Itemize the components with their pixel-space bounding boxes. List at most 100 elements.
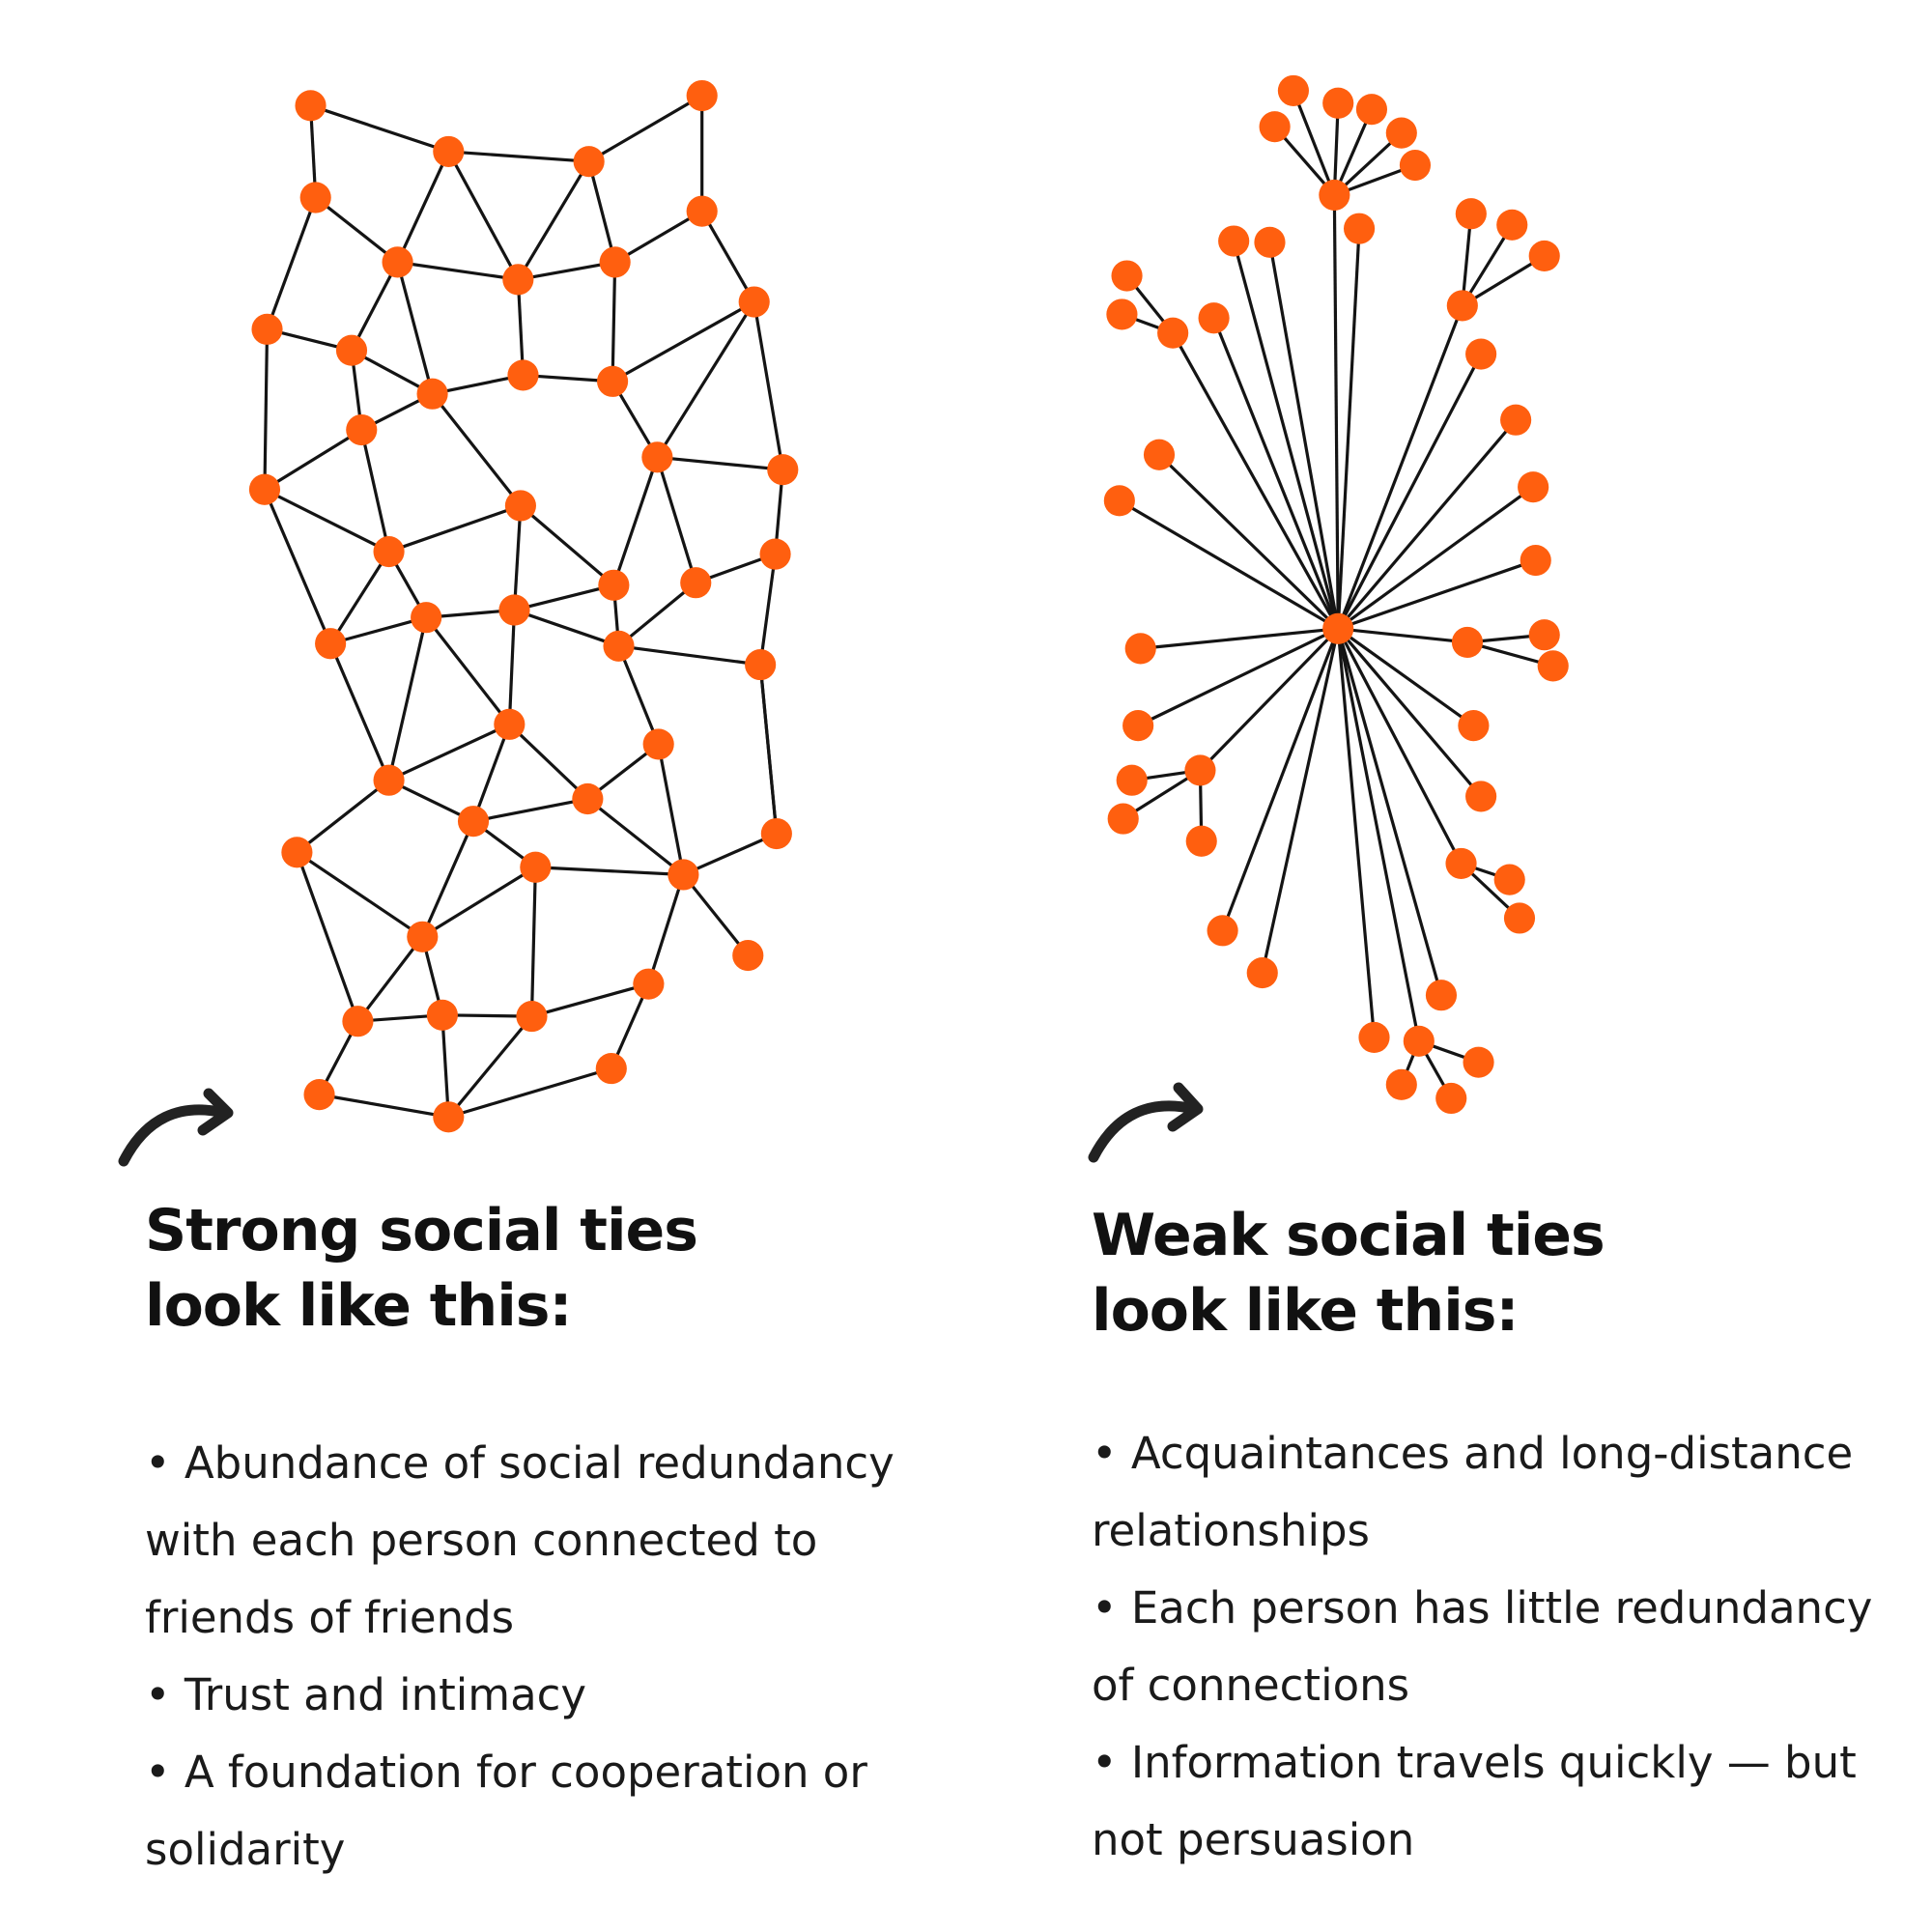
strong-ties-heading-line: look like this:	[145, 1272, 572, 1340]
network-edge	[1119, 498, 1340, 631]
network-edge	[656, 300, 756, 459]
network-node	[251, 313, 283, 345]
network-node	[1184, 754, 1216, 786]
network-edge	[529, 867, 537, 1017]
network-node	[248, 473, 281, 505]
network-edge	[1338, 627, 1468, 644]
network-edge	[1261, 628, 1340, 974]
curved-arrow-icon	[1167, 1082, 1204, 1132]
list-item: • Acquaintances and long-distance relati…	[1092, 1428, 1854, 1556]
network-node	[760, 817, 792, 850]
network-node	[572, 782, 604, 815]
network-edge	[328, 551, 390, 645]
network-node	[1106, 298, 1138, 330]
network-node	[335, 334, 368, 366]
network-node	[573, 146, 605, 178]
network-node	[1358, 1021, 1390, 1054]
network-edge	[1461, 254, 1546, 307]
network-node	[1463, 1046, 1494, 1078]
network-edge	[1336, 628, 1377, 1038]
network-edge	[296, 850, 424, 939]
network-edge	[421, 866, 537, 939]
network-node	[281, 837, 313, 868]
network-edge	[1336, 628, 1443, 996]
network-edge	[447, 1066, 612, 1119]
curved-arrow-icon	[197, 1088, 234, 1136]
network-node	[597, 365, 629, 397]
network-edge	[1292, 90, 1336, 196]
network-node	[680, 567, 712, 599]
network-node	[1116, 764, 1148, 796]
network-edge	[611, 262, 617, 382]
network-node	[1446, 290, 1478, 322]
network-node	[1322, 612, 1354, 644]
network-edge	[1336, 418, 1518, 630]
network-edge	[1221, 628, 1340, 931]
network-node	[1124, 633, 1156, 665]
network-edge	[646, 873, 685, 985]
network-node	[1111, 260, 1143, 292]
network-edge	[1336, 628, 1421, 1042]
network-node	[416, 378, 448, 410]
network-node	[516, 1001, 548, 1033]
network-edge	[519, 504, 615, 587]
weak-ties-heading-line: Weak social ties	[1092, 1202, 1605, 1269]
network-edge	[516, 160, 591, 281]
network-node	[641, 441, 673, 473]
network-edge	[1267, 242, 1340, 630]
network-edge	[448, 150, 589, 163]
network-edge	[471, 724, 511, 822]
network-node	[1518, 471, 1549, 503]
network-edge	[611, 300, 755, 384]
network-edge	[314, 196, 399, 264]
network-edge	[350, 261, 399, 352]
network-edge	[396, 151, 450, 264]
network-node	[1246, 956, 1278, 989]
network-node	[373, 535, 405, 568]
network-node	[1343, 213, 1376, 244]
network-edge	[613, 210, 703, 264]
network-node	[1143, 439, 1176, 470]
network-edge	[263, 489, 332, 644]
network-node	[1322, 87, 1354, 119]
strong-ties-heading: Strong social ties look like this:	[145, 1193, 698, 1344]
network-node	[686, 79, 718, 112]
network-node	[382, 246, 413, 278]
network-node	[498, 594, 530, 626]
network-edge	[1336, 628, 1463, 865]
network-edge	[586, 797, 685, 876]
network-edge	[264, 428, 363, 492]
network-node	[1355, 94, 1388, 126]
list-item: • Abundance of social redundancy with ea…	[145, 1437, 895, 1643]
network-edge	[753, 301, 784, 470]
network-edge	[657, 744, 685, 875]
network-edge	[387, 779, 474, 823]
network-edge	[1140, 627, 1339, 650]
weak-ties-network	[1103, 74, 1569, 1115]
list-item: • Information travels quickly — but not …	[1092, 1737, 1857, 1865]
network-node	[1528, 619, 1560, 651]
network-edge	[1336, 627, 1483, 798]
curved-arrow-icon	[1088, 1100, 1200, 1163]
network-node	[1198, 302, 1230, 334]
weak-ties-heading-line: look like this:	[1092, 1277, 1519, 1345]
network-edge	[296, 779, 390, 854]
network-node	[1277, 74, 1309, 106]
network-node	[295, 90, 327, 122]
network-edge	[264, 488, 390, 554]
network-edge	[700, 210, 756, 303]
network-edge	[266, 196, 318, 330]
network-edge	[531, 982, 649, 1018]
network-edge	[472, 797, 588, 823]
weak-ties-heading: Weak social ties look like this:	[1092, 1198, 1605, 1349]
list-item: • A foundation for cooperation or solida…	[145, 1747, 867, 1875]
network-edge	[329, 615, 427, 645]
network-edge	[356, 935, 424, 1023]
network-edge	[440, 1014, 450, 1118]
network-edge	[682, 873, 750, 957]
network-edge	[618, 644, 761, 667]
network-node	[1493, 864, 1525, 895]
network-edge	[1332, 108, 1374, 196]
network-node	[1103, 485, 1135, 517]
network-edge	[758, 664, 779, 835]
